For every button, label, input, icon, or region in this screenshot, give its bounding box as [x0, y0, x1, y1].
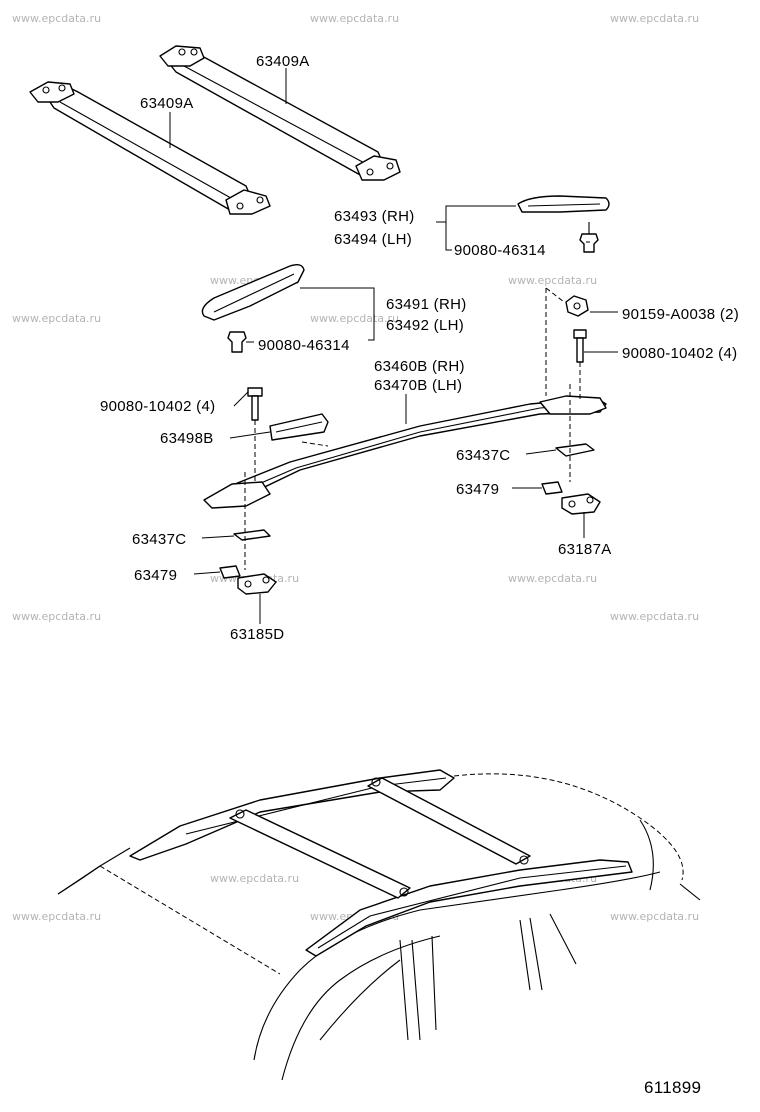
- label-bracket-front: 63187A: [558, 541, 612, 558]
- bracket-front[interactable]: [561, 493, 601, 515]
- watermark: www.epcdata.ru: [610, 610, 699, 623]
- vehicle-roof-illustration: [57, 769, 701, 1081]
- watermark: www.epcdata.ru: [12, 910, 101, 923]
- clip-rear-cover[interactable]: [227, 331, 247, 353]
- diagram-number: 611899: [644, 1078, 701, 1097]
- label-spacer-rear: 63479: [134, 567, 177, 584]
- label-clip-front: 90080-46314: [454, 242, 546, 259]
- label-gasket-front: 63437C: [456, 447, 510, 464]
- watermark: www.epcdata.ru: [12, 610, 101, 623]
- center-cover[interactable]: [269, 413, 329, 441]
- label-gasket-rear: 63437C: [132, 531, 186, 548]
- gasket-front[interactable]: [555, 443, 595, 457]
- crossbar-lower[interactable]: [29, 81, 271, 215]
- bolt-front[interactable]: [573, 329, 587, 363]
- nut-front[interactable]: [565, 295, 589, 317]
- label-cover-rear-rh: 63491 (RH): [386, 296, 467, 313]
- label-cover-front-lh: 63494 (LH): [334, 231, 412, 248]
- watermark: www.epcdata.ru: [12, 12, 101, 25]
- label-spacer-front: 63479: [456, 481, 499, 498]
- label-cover-front-rh: 63493 (RH): [334, 208, 415, 225]
- spacer-rear[interactable]: [219, 565, 241, 579]
- rear-end-cover[interactable]: [201, 263, 305, 321]
- label-rail-lh: 63470B (LH): [374, 377, 462, 394]
- bracket-rear[interactable]: [237, 573, 277, 595]
- bolt-rear[interactable]: [247, 387, 263, 421]
- roof-rail[interactable]: [203, 395, 607, 509]
- label-bolt-rear: 90080-10402 (4): [100, 398, 215, 415]
- watermark: www.epcdata.ru: [610, 910, 699, 923]
- callout-labels: 63409A 63409A 63493 (RH) 63494 (LH) 9008…: [100, 53, 739, 1097]
- spacer-front[interactable]: [541, 481, 563, 495]
- watermark: www.epcdata.ru: [508, 274, 597, 287]
- front-end-cover[interactable]: [517, 195, 610, 213]
- watermark: www.epcdata.ru: [210, 872, 299, 885]
- watermark: www.epcdata.ru: [310, 12, 399, 25]
- assembly-lines: [244, 287, 581, 570]
- label-cover-rear-lh: 63492 (LH): [386, 317, 464, 334]
- label-crossbar-lower: 63409A: [140, 95, 194, 112]
- gasket-rear[interactable]: [233, 529, 271, 541]
- watermark: www.epcdata.ru: [310, 312, 399, 325]
- label-cover-center: 63498B: [160, 430, 214, 447]
- label-bracket-rear: 63185D: [230, 626, 284, 643]
- watermark: www.epcdata.ru: [508, 572, 597, 585]
- watermark: www.epcdata.ru: [610, 12, 699, 25]
- label-bolt-front: 90080-10402 (4): [622, 345, 737, 362]
- label-crossbar-upper: 63409A: [256, 53, 310, 70]
- watermark: www.epcdata.ru: [12, 312, 101, 325]
- clip-front-cover[interactable]: [579, 222, 599, 253]
- label-nut-front: 90159-A0038 (2): [622, 306, 739, 323]
- leader-lines: [169, 68, 618, 624]
- label-clip-rear: 90080-46314: [258, 337, 350, 354]
- label-rail-rh: 63460B (RH): [374, 358, 465, 375]
- crossbar-upper[interactable]: [159, 45, 401, 181]
